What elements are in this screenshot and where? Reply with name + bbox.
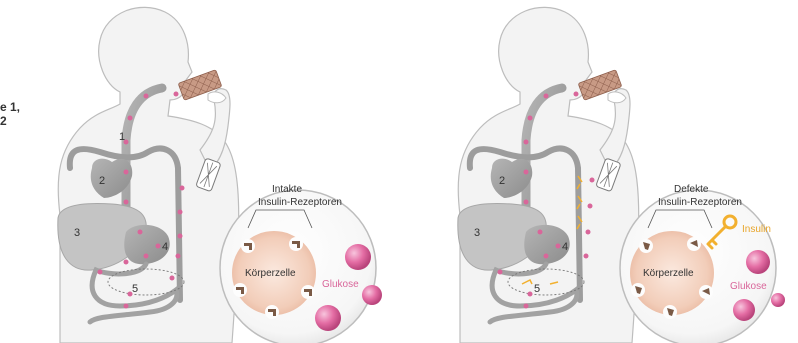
label-number-2: 2 xyxy=(499,175,505,187)
label-number-5: 5 xyxy=(534,283,540,295)
cell-label: Körperzelle xyxy=(245,268,296,279)
label-number-4: 4 xyxy=(562,241,568,253)
label-number-4: 4 xyxy=(162,241,168,253)
cell-label: Körperzelle xyxy=(643,268,694,279)
receptor-label-line2: Insulin-Rezeptoren xyxy=(658,197,742,208)
label-number-3: 3 xyxy=(74,227,80,239)
glucose-ball xyxy=(733,299,755,321)
label-number-3: 3 xyxy=(474,227,480,239)
left-panel: 1 2 3 4 5 Intakte Insulin-Rezeptoren Kör… xyxy=(58,7,382,343)
glucose-ball xyxy=(771,293,785,307)
right-panel: 2 3 4 5 Defekte Insulin-Rezeptoren Körpe… xyxy=(458,7,785,343)
glucose-ball xyxy=(746,250,770,274)
glucose-ball xyxy=(315,305,341,331)
insulin-label: Insulin xyxy=(742,224,771,235)
label-number-1: 1 xyxy=(119,131,125,143)
glucose-ball xyxy=(362,285,382,305)
glucose-ball xyxy=(345,244,371,270)
label-number-5: 5 xyxy=(132,283,138,295)
label-number-2: 2 xyxy=(99,175,105,187)
glucose-label: Glukose xyxy=(322,279,359,290)
receptor-label-line2: Insulin-Rezeptoren xyxy=(258,197,342,208)
glucose-label: Glukose xyxy=(730,281,767,292)
receptor-label-line1: Intakte xyxy=(272,184,302,195)
receptor-label-line1: Defekte xyxy=(674,184,709,195)
